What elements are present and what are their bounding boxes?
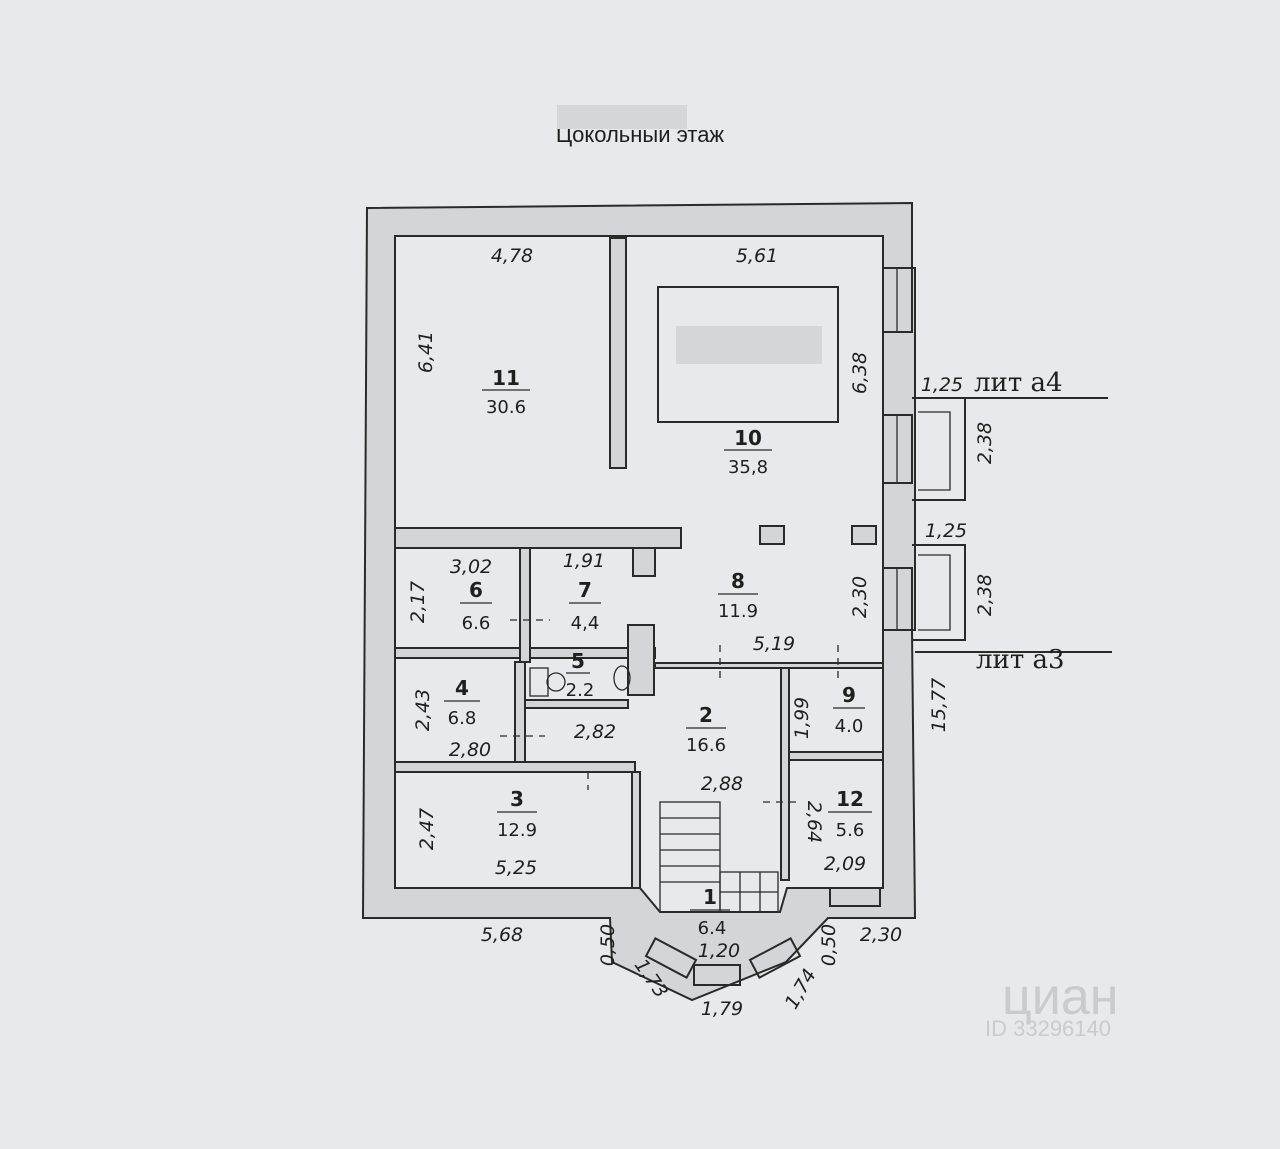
- staircase: [659, 801, 779, 913]
- room-3-area: 12.9: [497, 820, 537, 841]
- dim-561: 5,61: [736, 245, 778, 267]
- dim-288: 2,88: [701, 773, 743, 795]
- partitions: [394, 237, 884, 889]
- room-2-area: 16.6: [686, 735, 726, 756]
- central-block: [657, 286, 839, 423]
- dim-230a: 2,30: [849, 576, 871, 618]
- watermark-brand: циан: [1002, 968, 1118, 1026]
- annex-a4-label: лит а4: [974, 368, 1063, 398]
- dim-199: 1,99: [791, 697, 813, 739]
- dim-217: 2,17: [407, 581, 429, 623]
- room-6-number: 6: [469, 578, 483, 602]
- dim-179: 1,79: [701, 998, 743, 1020]
- dim-050b: 0,50: [818, 924, 840, 966]
- windows: [644, 267, 913, 986]
- dim-209: 2,09: [824, 853, 866, 875]
- room-1-area: 6.4: [698, 918, 727, 939]
- dim-050a: 0,50: [597, 924, 619, 966]
- dim-280: 2,80: [449, 739, 491, 761]
- dimension-labels: 4,78 5,61 6,41 6,38 1,25 1,25 2,38 2,38 …: [407, 245, 996, 1020]
- dim-282: 2,82: [574, 721, 616, 743]
- dim-243: 2,43: [412, 689, 434, 731]
- dim-191: 1,91: [563, 550, 605, 572]
- annexes: [912, 397, 1112, 653]
- dim-125b: 1,25: [925, 520, 967, 542]
- dim-230b: 2,30: [860, 924, 902, 946]
- dim-1577: 15,77: [928, 678, 950, 732]
- room-5-area: 2.2: [566, 680, 595, 701]
- room-7-number: 7: [578, 578, 592, 602]
- dim-478: 4,78: [491, 245, 533, 267]
- room-labels: 11 30.6 10 35,8 6 6.6 7 4,4 8 11.9 5 2.2…: [444, 366, 872, 939]
- room-9-number: 9: [842, 683, 856, 707]
- room-8-number: 8: [731, 569, 745, 593]
- watermark: циан ID 33296140: [985, 968, 1118, 1041]
- room-4-area: 6.8: [448, 708, 477, 729]
- room-7-area: 4,4: [571, 613, 600, 634]
- dim-238b: 2,38: [974, 574, 996, 616]
- room-12-number: 12: [836, 787, 864, 811]
- toilet-fixtures: [529, 665, 631, 697]
- room-12-area: 5.6: [836, 820, 865, 841]
- dim-525: 5,25: [495, 857, 537, 879]
- watermark-id: ID 33296140: [985, 1016, 1111, 1041]
- room-4-number: 4: [455, 676, 469, 700]
- room-11-number: 11: [492, 366, 520, 390]
- room-9-area: 4.0: [835, 716, 864, 737]
- room-1-number: 1: [703, 885, 717, 909]
- room-6-area: 6.6: [462, 613, 491, 634]
- redaction-box: [557, 105, 687, 129]
- room-10-area: 35,8: [728, 457, 768, 478]
- central-redaction: [676, 326, 822, 364]
- dim-568: 5,68: [481, 924, 523, 946]
- annex-a3-label: лит а3: [976, 645, 1065, 675]
- room-10-number: 10: [734, 426, 762, 450]
- dim-302: 3,02: [450, 556, 492, 578]
- room-5-number: 5: [571, 649, 585, 673]
- dim-125a: 1,25: [921, 374, 963, 396]
- dim-519: 5,19: [753, 633, 795, 655]
- door-markers: [500, 619, 839, 803]
- dim-174: 1,74: [781, 965, 821, 1013]
- room-2-number: 2: [699, 703, 713, 727]
- room-8-area: 11.9: [718, 601, 758, 622]
- room-11-area: 30.6: [486, 397, 526, 418]
- dim-638: 6,38: [849, 352, 871, 394]
- dim-120: 1,20: [698, 940, 740, 962]
- dim-264: 2,64: [803, 801, 825, 843]
- dim-247: 2,47: [416, 808, 438, 850]
- dim-238a: 2,38: [974, 422, 996, 464]
- dim-641: 6,41: [415, 331, 437, 373]
- room-3-number: 3: [510, 787, 524, 811]
